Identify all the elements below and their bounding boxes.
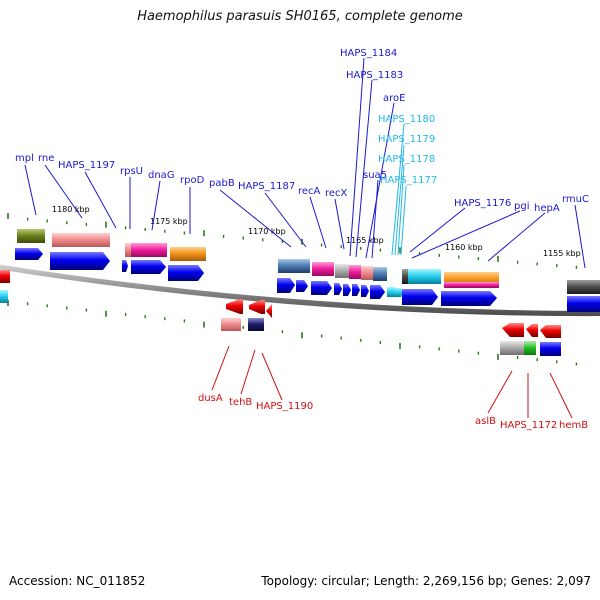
cog-bar-rne: [52, 233, 110, 247]
gene-rpoD: [168, 265, 204, 281]
scale-label-1165: 1165 kbp: [346, 236, 384, 245]
cog-bar-pabB: [278, 259, 310, 273]
gene-HAPS_1172: [526, 324, 538, 337]
gene-HAPS_1190: [266, 304, 272, 318]
cog-bar-left-edge: [0, 270, 10, 283]
label-mpl: mpl: [15, 153, 34, 164]
label-dusA: dusA: [198, 393, 223, 404]
label-aroE: aroE: [383, 93, 405, 104]
top-gene-labels-light: HAPS_1180 HAPS_1179 HAPS_1178 HAPS_1177: [378, 114, 437, 186]
cog-bar-HAPS_1176: [402, 269, 408, 284]
scale-label-1155: 1155 kbp: [543, 249, 581, 258]
reverse-genes: [221, 299, 561, 356]
genome-summary-text: Topology: circular; Length: 2,269,156 bp…: [261, 574, 591, 588]
label-HAPS_1180: HAPS_1180: [378, 114, 435, 125]
cog-bar-hepA-pink: [444, 282, 499, 288]
label-recA: recA: [298, 186, 321, 197]
gene-rne: [50, 252, 110, 270]
gene-rpsU: [122, 260, 128, 272]
accession-text: Accession: NC_011852: [9, 574, 146, 588]
cog-bar-HAPS_1172: [524, 341, 536, 355]
bottom-leader-lines: [211, 345, 573, 419]
label-sua5: sua5: [363, 170, 387, 181]
scale-labels: 1180 kbp 1175 kbp 1170 kbp 1165 kbp 1160…: [52, 205, 581, 258]
cog-bar-HAPS_1187: [312, 262, 334, 276]
label-pgi: pgi: [514, 201, 529, 212]
cog-bars-forward: [0, 229, 600, 303]
cog-bar-recA: [335, 264, 349, 278]
scale-label-1170: 1170 kbp: [248, 227, 286, 236]
cog-bar-pgi: [408, 269, 441, 284]
cog-bar-rpoD: [170, 247, 206, 261]
bottom-gene-labels: dusA tehB HAPS_1190 aslB HAPS_1172 hemB: [198, 393, 588, 431]
gene-aroE: [361, 285, 369, 297]
gene-dusA: [226, 299, 243, 314]
cog-bar-recX: [349, 265, 361, 279]
cog-bar-dnaG: [131, 243, 167, 257]
label-rne: rne: [38, 153, 54, 164]
forward-genes: [15, 248, 600, 312]
gene-recA: [311, 281, 332, 295]
label-HAPS_1190: HAPS_1190: [256, 401, 313, 412]
label-hepA: hepA: [534, 203, 560, 214]
label-HAPS_1183: HAPS_1183: [346, 70, 403, 81]
scale-label-1160: 1160 kbp: [445, 243, 483, 252]
scale-label-1180: 1180 kbp: [52, 205, 90, 214]
gene-tehB: [249, 300, 265, 314]
cog-bar-rmuC: [567, 280, 600, 294]
cog-bar-left-edge-cyan: [0, 290, 8, 303]
gene-aslB: [502, 323, 524, 337]
cog-bar-dusA: [221, 318, 241, 331]
label-rpsU: rpsU: [120, 166, 143, 177]
genome-title: Haemophilus parasuis SH0165, complete ge…: [137, 9, 463, 24]
gene-pabB: [277, 278, 295, 293]
label-tehB: tehB: [229, 397, 252, 408]
label-rmuC: rmuC: [562, 194, 589, 205]
label-HAPS_1179: HAPS_1179: [378, 134, 435, 145]
gene-HAPS_1177: [398, 288, 403, 297]
gene-HAPS_1176-arrow: [402, 289, 438, 305]
gene-hemB: [540, 325, 561, 338]
label-pabB: pabB: [209, 178, 235, 189]
gene-rmuC: [567, 296, 600, 312]
label-recX: recX: [325, 188, 348, 199]
cog-bar-aslB: [500, 341, 524, 355]
label-HAPS_1177: HAPS_1177: [380, 175, 437, 186]
gene-HAPS_1184: [343, 284, 351, 296]
top-leader-lines-light: [391, 123, 407, 256]
label-hemB: hemB: [559, 420, 588, 431]
gene-HAPS_1183: [352, 284, 360, 296]
label-rpoD: rpoD: [180, 175, 205, 186]
label-HAPS_1197: HAPS_1197: [58, 160, 115, 171]
label-HAPS_1178: HAPS_1178: [378, 154, 435, 165]
cog-bar-HAPS_1183: [373, 267, 387, 281]
cog-bar-hemB: [540, 342, 561, 356]
gene-mpl: [15, 248, 43, 260]
label-dnaG: dnaG: [148, 170, 175, 181]
gene-sua5: [370, 285, 385, 299]
label-HAPS_1187: HAPS_1187: [238, 181, 295, 192]
label-HAPS_1172: HAPS_1172: [500, 420, 557, 431]
gene-dnaG: [131, 260, 166, 274]
cog-bar-rpsU: [125, 243, 131, 257]
scale-label-1175: 1175 kbp: [150, 217, 188, 226]
cog-bar-mpl: [17, 229, 45, 243]
top-gene-labels: mpl rne HAPS_1197 rpsU dnaG rpoD pabB HA…: [15, 48, 589, 214]
gene-pgi-hepA: [441, 291, 497, 306]
label-HAPS_1184: HAPS_1184: [340, 48, 397, 59]
label-HAPS_1176: HAPS_1176: [454, 198, 511, 209]
cog-bar-tehB: [248, 318, 264, 331]
genome-backbone: [0, 264, 600, 317]
cog-bar-HAPS_1184: [361, 266, 373, 280]
gene-recX: [334, 283, 342, 295]
gene-HAPS_1187: [296, 280, 308, 292]
top-leader-lines: [24, 57, 586, 269]
label-aslB: aslB: [475, 416, 496, 427]
